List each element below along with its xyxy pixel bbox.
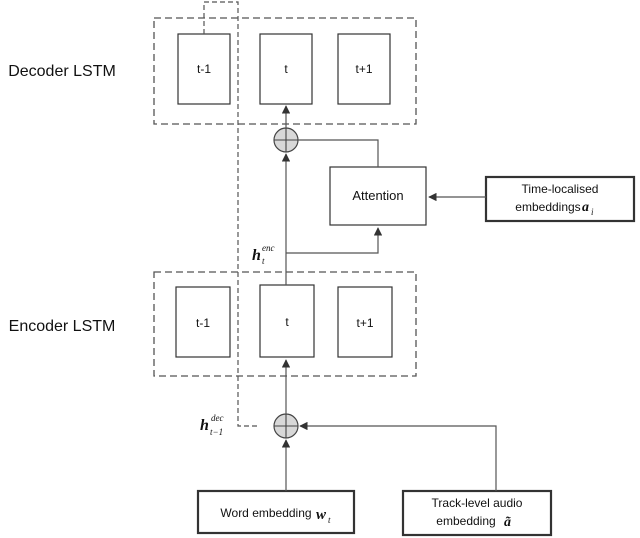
symbol-a: a bbox=[582, 200, 589, 215]
word-embedding-box bbox=[196, 489, 356, 535]
h-dec-label: h dec t−1 bbox=[200, 413, 224, 437]
symbol-w-subscript: t bbox=[328, 515, 331, 525]
decoder-cell-label: t+1 bbox=[355, 62, 372, 76]
attention-box bbox=[329, 166, 427, 226]
h-enc-superscript: enc bbox=[262, 243, 275, 253]
track-level-line2: embedding bbox=[436, 514, 495, 528]
encoder-cell-t bbox=[259, 284, 315, 358]
decoder-lstm-label: Decoder LSTM bbox=[8, 63, 116, 80]
h-dec-superscript: dec bbox=[211, 413, 224, 423]
h-enc-to-attention-arrow bbox=[286, 227, 383, 254]
decoder-cell-label: t-1 bbox=[197, 62, 211, 76]
encoder-cell-label: t-1 bbox=[196, 316, 210, 330]
decoder-cell-t-plus-1 bbox=[337, 33, 391, 105]
decoder-state-dashed-path bbox=[203, 1, 258, 427]
decoder-cell-t bbox=[259, 33, 313, 105]
attention-output-line bbox=[298, 139, 379, 167]
word-embedding-label: Word embedding bbox=[220, 506, 311, 520]
time-localised-embeddings-box bbox=[484, 175, 636, 223]
encoder-combine-node bbox=[273, 413, 299, 439]
decoder-lstm-group bbox=[153, 17, 417, 125]
encoder-cell-label: t+1 bbox=[356, 316, 373, 330]
h-dec-subscript: t−1 bbox=[210, 427, 223, 437]
encoder-cell-label: t bbox=[285, 315, 289, 329]
track-level-line1: Track-level audio bbox=[432, 496, 523, 510]
encoder-cell-t-minus-1 bbox=[175, 286, 231, 358]
decoder-cell-label: t bbox=[284, 62, 288, 76]
h-enc-symbol: h bbox=[252, 247, 261, 264]
symbol-w: w bbox=[316, 507, 327, 523]
symbol-a-subscript: i bbox=[591, 207, 594, 217]
encoder-cell-t-plus-1 bbox=[337, 286, 393, 358]
encoder-lstm-label: Encoder LSTM bbox=[9, 318, 116, 335]
symbol-a-tilde: ã bbox=[504, 515, 511, 530]
h-enc-label: h enc t bbox=[252, 243, 275, 266]
decoder-combine-node bbox=[273, 127, 299, 153]
time-localised-line1: Time-localised bbox=[522, 182, 599, 196]
track-level-embedding-box bbox=[401, 489, 553, 537]
h-dec-symbol: h bbox=[200, 417, 209, 434]
encoder-lstm-group bbox=[153, 271, 417, 377]
h-enc-subscript: t bbox=[262, 256, 265, 266]
attention-label: Attention bbox=[352, 188, 403, 203]
decoder-cell-t-minus-1 bbox=[177, 33, 231, 105]
time-localised-line2: embeddings bbox=[515, 200, 580, 214]
track-level-to-combine-arrow bbox=[299, 421, 497, 491]
